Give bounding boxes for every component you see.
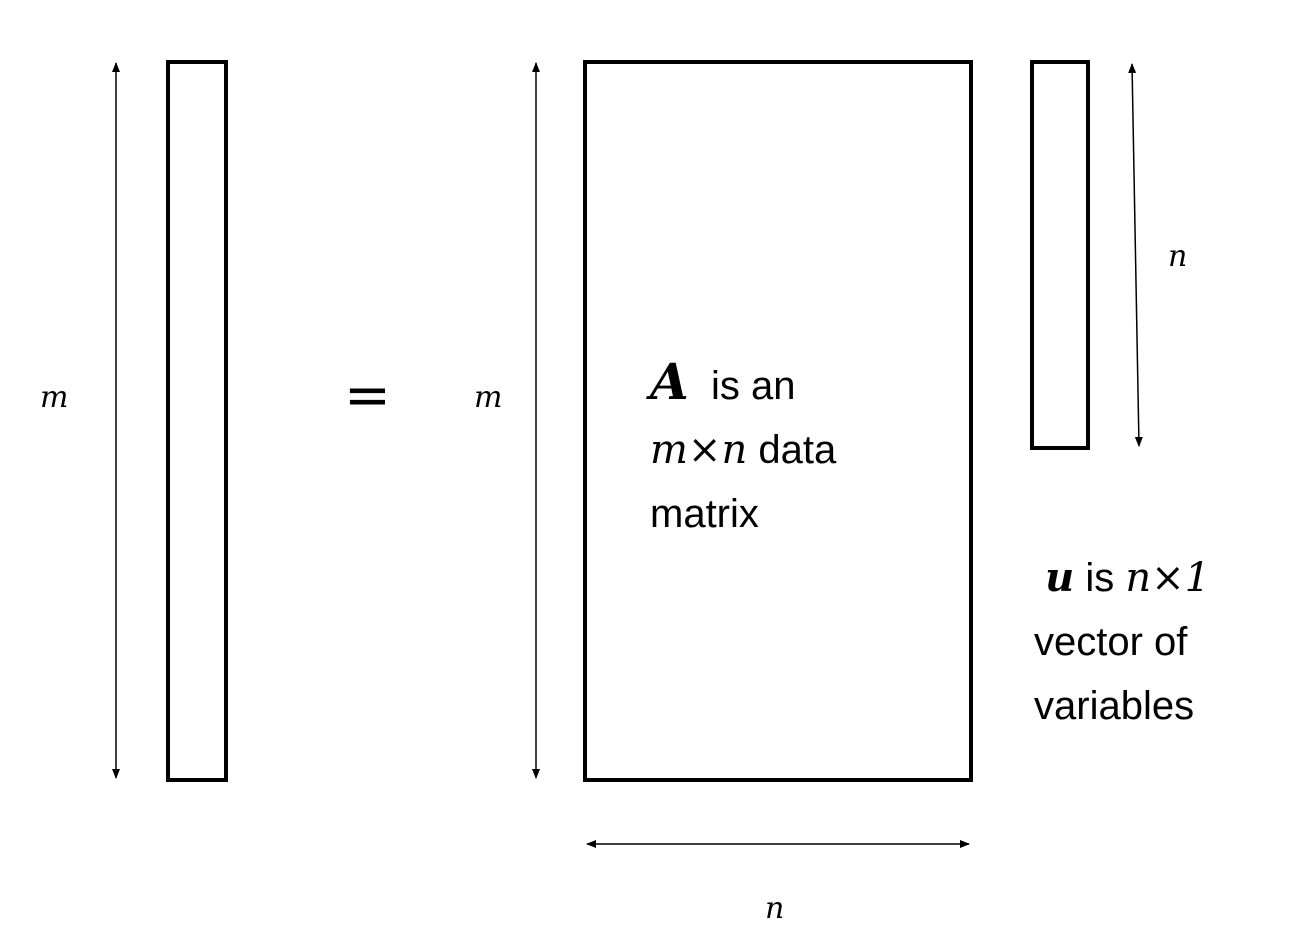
vector-u-dims: n×1 [1125,555,1211,601]
matrix-n-label: n [765,891,785,926]
equals-sign: = [344,363,391,428]
matrix-A-box [583,60,973,782]
matrix-A-symbol: A [650,352,689,411]
vector-u-n-label: n [1168,239,1188,274]
matrix-A-dims: m×n [650,427,748,473]
matrix-A-text-3: matrix [650,492,759,536]
vector-u-description: u is n×1 vector of variables [1034,546,1210,738]
vector-u-line-1: u is n×1 [1034,546,1210,610]
vector-u-line-3: variables [1034,674,1210,738]
matrix-A-line-2: m×n data [650,418,836,482]
vector-u-height-arrow [1128,63,1143,447]
matrix-A-description: A is an m×n data matrix [650,350,836,546]
matrix-A-line-3: matrix [650,482,836,546]
vector-u-text-2: vector of [1034,620,1188,664]
vector-u-text-3: variables [1034,684,1195,728]
result-vector-box [166,60,228,782]
matrix-A-line-1: A is an [650,350,836,418]
vector-u-text-1: is [1085,556,1115,600]
vector-u-line-2: vector of [1034,610,1210,674]
vector-u-symbol: u [1045,554,1075,601]
vector-u-box [1030,60,1090,450]
left-vector-m-label: m [40,380,69,415]
matrix-A-text-2: data [758,428,837,472]
matrix-A-text-1: is an [711,364,796,408]
matrix-m-label: m [474,380,503,415]
